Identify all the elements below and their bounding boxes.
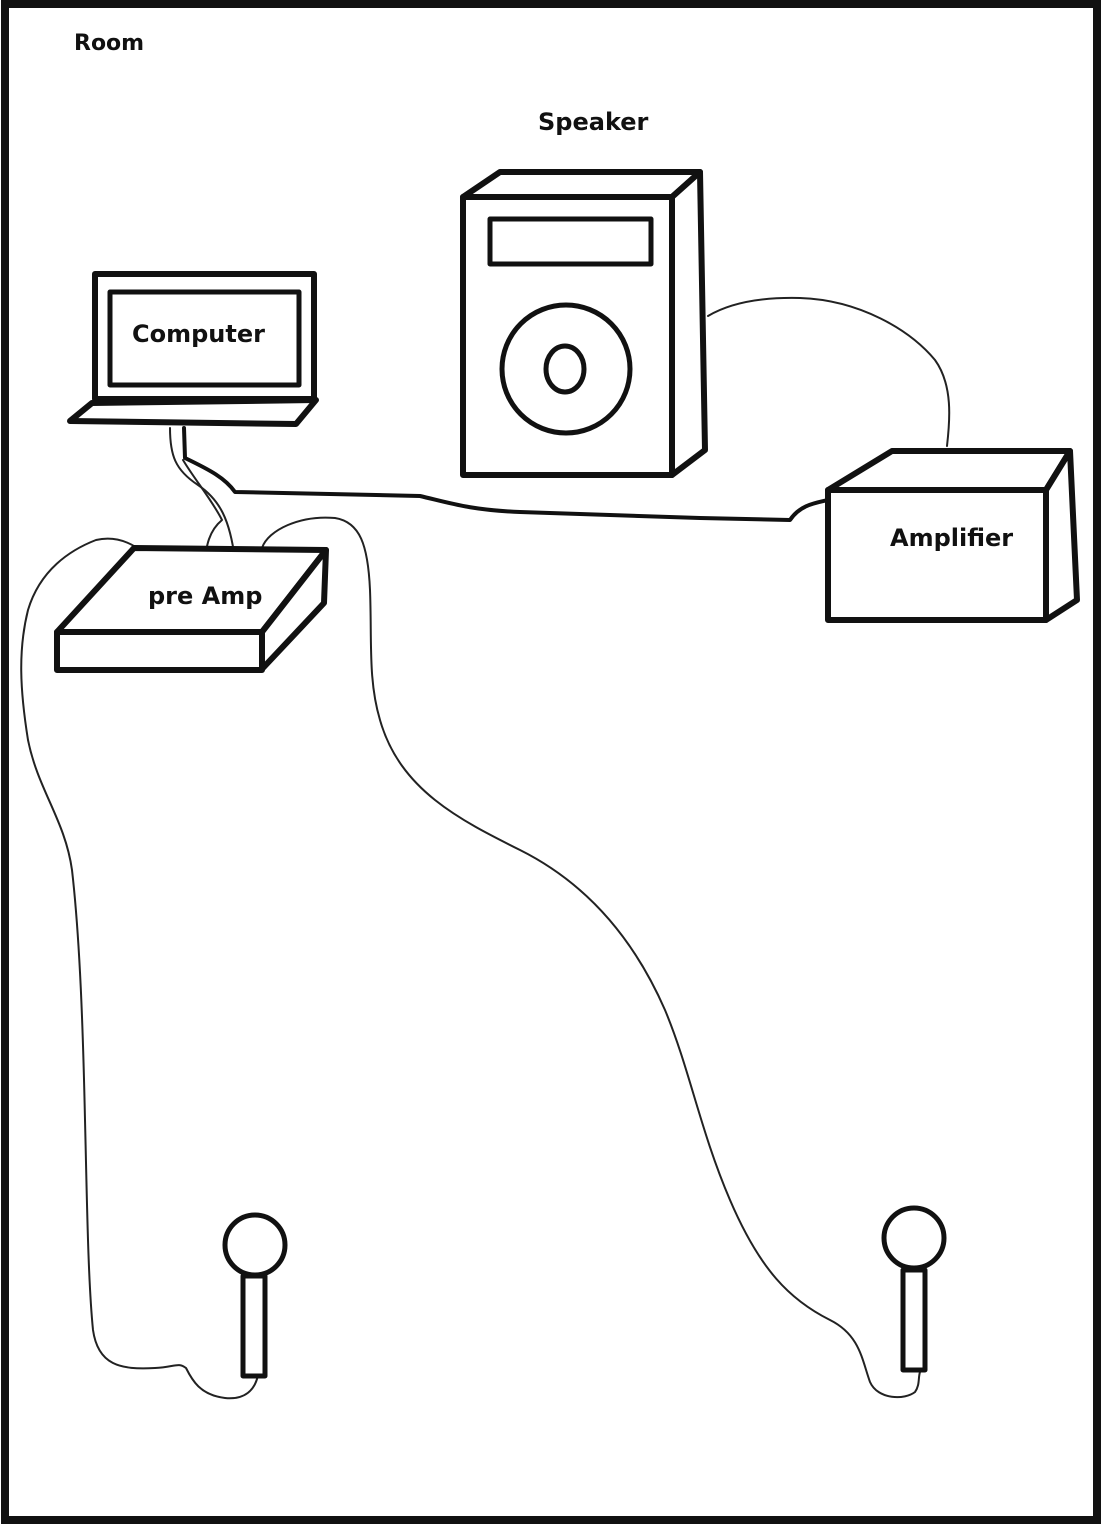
cable-computer-to-amplifier	[182, 426, 830, 522]
speaker-dustcap	[543, 343, 587, 395]
room-label: Room	[74, 31, 144, 56]
computer-label: Computer	[132, 320, 265, 348]
amplifier-label: Amplifier	[890, 524, 1013, 552]
speaker	[460, 169, 708, 478]
speaker-cone	[499, 302, 633, 436]
cable-mic-left-to-preamp	[20, 537, 259, 1400]
microphone-right	[881, 1205, 947, 1373]
speaker-tweeter-panel	[487, 216, 654, 267]
preamp-label: pre Amp	[148, 582, 262, 610]
computer	[67, 271, 319, 427]
speaker-label: Speaker	[538, 108, 649, 136]
cable-computer-to-preamp-1	[169, 427, 236, 561]
preamp	[54, 545, 329, 673]
cable-mic-right-to-preamp	[261, 516, 921, 1399]
amplifier	[825, 448, 1080, 623]
microphone-left	[222, 1212, 288, 1379]
cable-amplifier-to-speaker	[707, 296, 951, 447]
